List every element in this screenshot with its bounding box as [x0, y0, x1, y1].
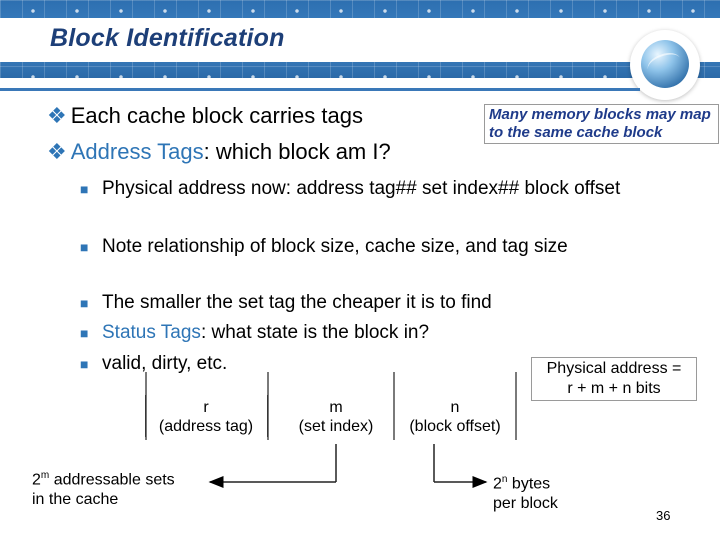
square-bullet-icon: ■: [80, 356, 89, 372]
physical-address-line1: Physical address =: [546, 360, 682, 377]
sub-bullet-valid-dirty: ■valid, dirty, etc.: [80, 353, 228, 374]
callout-note: Many memory blocks may map to the same c…: [484, 104, 719, 144]
sub-bullet-relationship: ■Note relationship of block size, cache …: [80, 236, 568, 257]
globe-logo: [630, 30, 700, 100]
slide-title: Block Identification: [50, 24, 285, 52]
sub-bullet-smaller-tag: ■The smaller the set tag the cheaper it …: [80, 292, 492, 313]
field-m-symbol: m: [329, 399, 343, 416]
bytes-per-block-label: 2n bytes per block: [493, 474, 558, 513]
field-n-symbol: n: [450, 399, 460, 416]
square-bullet-icon: ■: [80, 239, 89, 255]
field-m-desc: (set index): [298, 418, 374, 435]
field-n: n (block offset): [396, 398, 514, 436]
field-r-symbol: r: [203, 399, 209, 416]
sub-bullet-physical-address: ■Physical address now: address tag## set…: [80, 178, 621, 199]
field-r: r (address tag): [145, 398, 267, 436]
physical-address-line2: r + m + n bits: [567, 380, 661, 397]
field-r-desc: (address tag): [158, 418, 254, 435]
globe-icon: [641, 40, 689, 88]
bullet-cache-tags: ❖Each cache block carries tags: [47, 103, 363, 128]
address-tags-term: Address Tags: [70, 139, 204, 164]
addressable-sets-label: 2m addressable sets in the cache: [32, 470, 175, 509]
title-underline: [0, 88, 640, 91]
title-strip: [0, 18, 720, 62]
status-tags-term: Status Tags: [102, 322, 201, 343]
field-n-desc: (block offset): [409, 418, 501, 435]
sub-bullet-status-tags: ■Status Tags: what state is the block in…: [80, 322, 430, 343]
page-number: 36: [656, 508, 671, 523]
physical-address-box: Physical address = r + m + n bits: [531, 357, 697, 401]
diamond-bullet-icon: ❖: [47, 103, 67, 128]
field-separator-r: [145, 395, 268, 437]
square-bullet-icon: ■: [80, 325, 89, 341]
bullet-address-tags: ❖Address Tags: which block am I?: [47, 139, 391, 164]
diamond-bullet-icon: ❖: [47, 139, 67, 164]
square-bullet-icon: ■: [80, 181, 89, 197]
square-bullet-icon: ■: [80, 295, 89, 311]
field-m: m (set index): [284, 398, 388, 436]
